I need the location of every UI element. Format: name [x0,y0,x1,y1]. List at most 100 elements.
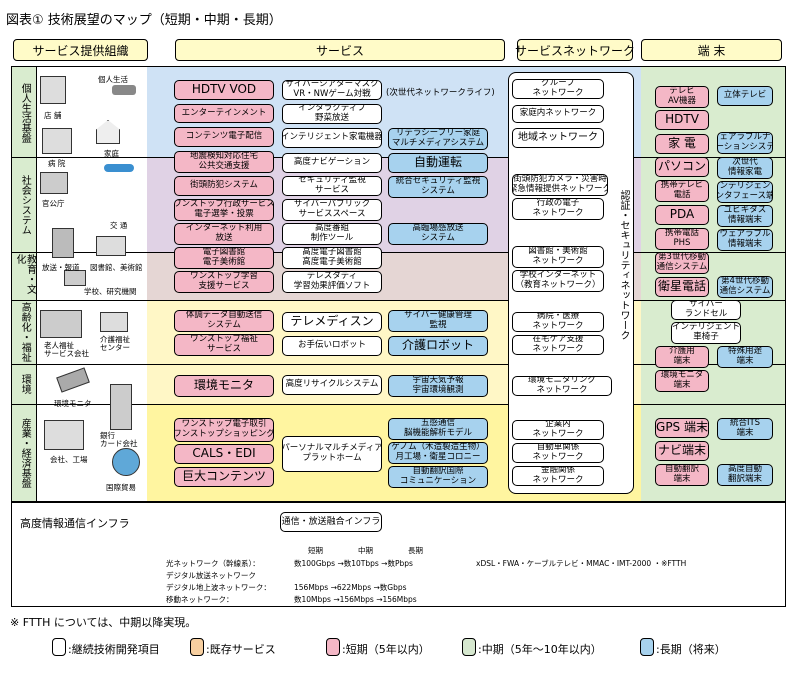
term-ubiquitous: ユビキタス 情報端末 [717,205,773,227]
provider-home: 家庭 [104,149,119,158]
term-env: 環境モニタ 端末 [655,370,709,392]
svc-cals: CALS・EDI [174,444,274,464]
school-illustration [64,270,86,286]
term-wearable-nav: ウェアラブルナビ ゲーションシステム [717,132,773,154]
svc-cyber-theater: サイバーシアターマスク VR・NWゲーム対戦 [282,80,382,100]
row-label-education: 教育・文化 [14,254,36,294]
nw-library: 図書館・美術館 ネットワーク [512,246,604,268]
provider-care-center: 介護福祉 センター [100,335,130,353]
svc-recycle: 高度リサイクルシステム [282,375,382,395]
svc-hdtv-vod: HDTV VOD [174,80,274,100]
term-home-appliance: 家 電 [655,134,709,154]
term-fourth-gen: 第4世代移動 通信システム [717,276,773,298]
svc-barrier-free: リテラシーフリー家庭 マルチメディアシステム [388,128,488,150]
term-third-gen: 第3世代移動 通信システム [655,252,709,274]
term-cyber-ransel: サイバー ランドセル [671,300,741,320]
row-label-industry: 産業・経済基盤 [19,417,31,488]
svc-content-delivery: コンテンツ電子配信 [174,127,274,147]
svc-cyber-health: サイバー健康管理 監視 [388,310,488,332]
svc-one-stop-learning: ワンストップ学習 支援サービス [174,271,274,293]
svc-next-life: (次世代ネットワークライフ) [386,88,495,98]
term-gps: GPS 端末 [655,418,709,438]
nw-auth-security: 認証・セキュリティネットワーク [618,190,629,340]
term-tv-av: テレビ AV機器 [655,86,709,108]
svc-telemedicine: テレメディスン [282,312,382,332]
hospital-illustration [42,128,72,154]
infra-optical-value: 数100Gbps →数10Tbps →数Pbps [294,559,413,568]
nw-school: 学校インターネット （教育ネットワーク） [512,270,604,292]
care-facility-illustration [40,310,82,338]
svc-intelligent-home: インテリジェント家電機器 [282,128,382,148]
infra-digital-terrestrial-value: 156Mbps →622Mbps →数Gbps [294,583,407,592]
header-terminals: 端 末 [641,39,782,61]
svc-hq-e-library: 高度電子図書館 高度電子美術館 [282,247,382,269]
term-mobile-tv: 携帯テレビ 電話 [655,180,709,202]
nw-home-care: 在宅ケア支援 ネットワーク [512,335,604,355]
nw-regional: 地域ネットワーク [512,128,604,148]
term-pda: PDA [655,205,709,225]
row-label-env: 環境 [19,374,31,394]
svc-env-monitor: 環境モニタ [174,375,274,397]
nw-street-camera: 街頭防犯カメラ・災害時 緊急情報提供ネットワーク [512,174,608,196]
svc-one-stop-shop: ワンストップ電子取引 ワンストップショッピング [174,418,274,442]
svc-care-robot: 介護ロボット [388,336,488,356]
svc-space-obs: 宇宙天気予報 宇宙環境観測 [388,375,488,397]
svc-giant-content: 巨大コンテンツ [174,467,274,487]
term-advanced-auto-translate: 高度自動 翻訳端末 [717,464,773,486]
term-auto-translate: 自動翻訳 端末 [655,464,709,486]
infra-optical: 光ネットワーク（幹線系）： [166,559,260,568]
provider-library: 図書館、美術館 [90,263,143,272]
person-illustration [112,85,136,95]
nw-env: 環境モニタリング ネットワーク [512,376,612,396]
globe-illustration [112,448,140,476]
nw-group: グループ ネットワーク [512,79,604,99]
provider-school: 学校、研究機関 [84,287,137,296]
diagram-title: 図表① 技術展望のマップ（短期・中期・長期） [6,13,282,28]
footnote: ※ FTTH については、中期以降実現。 [10,616,197,629]
term-its: 統合ITS 端末 [717,418,773,440]
term-stereo-tv: 立体テレビ [717,86,773,106]
term-wearable-info: ウェアラブル 情報端末 [717,229,773,251]
svc-interactive: インタラクティブ 野菜放送 [282,104,382,124]
term-pc: パソコン [655,157,709,177]
infra-mobile: 移動ネットワーク： [166,595,234,604]
provider-international: 国際貿易 [106,483,136,492]
term-care: 介護用 端末 [655,346,709,368]
term-special-care: 特殊用途 端末 [717,346,773,368]
header-network: サービスネットワーク [515,39,635,61]
svc-personal-mm: パーソナルマルチメディア プラットホーム [282,436,382,472]
provider-traffic: 交 通 [110,221,128,230]
svc-internet-broadcast: インターネット利用 放送 [174,223,274,245]
term-next-info: 次世代 情報家電 [717,157,773,179]
provider-government: 官公庁 [42,199,65,208]
library-illustration [96,236,126,256]
legend-swatch-long [640,638,654,656]
row-label-society: 社会システム [19,175,31,235]
broadcast-illustration [52,228,74,258]
nw-auto: 自動車関係 ネットワーク [512,443,604,463]
term-satellite: 衛星電話 [655,277,709,297]
term-intelligent-wheelchair: インテリジェント 車椅子 [671,322,741,344]
legend-label-continuing: :継続技術開発項目 [68,643,160,656]
term-hdtv: HDTV [655,110,709,130]
svc-telestudy: テレスタディ 学習効果評価ソフト [282,271,382,293]
airplane-illustration [104,164,134,172]
term-mobile-phs: 携帯電話 PHS [655,228,709,250]
svc-advanced-nav: 高度ナビゲーション [282,153,382,173]
infra-digital-terrestrial: デジタル地上波ネットワーク： [166,583,271,592]
government-illustration [40,172,68,194]
legend-swatch-mid [462,638,476,656]
header-provider: サービス提供組織 [13,39,148,61]
infra-col-long: 長期 [408,546,423,555]
provider-bank: 銀行 カード会社 [100,431,138,449]
svc-hq-field: 高臨場感放送 システム [388,223,488,245]
legend-label-existing: :既存サービス [206,643,276,656]
infra-col-short: 短期 [308,546,323,555]
svc-hq-broadcast: 高度番組 制作ツール [282,223,382,245]
svc-integrated-security: 統合セキュリティ監視 システム [388,176,488,198]
shop-illustration [40,76,66,104]
provider-company: 会社、工場 [50,455,88,464]
infra-label: 高度情報通信インフラ [20,517,130,530]
legend-label-long: :長期（将来） [656,643,726,656]
legend-swatch-short [326,638,340,656]
